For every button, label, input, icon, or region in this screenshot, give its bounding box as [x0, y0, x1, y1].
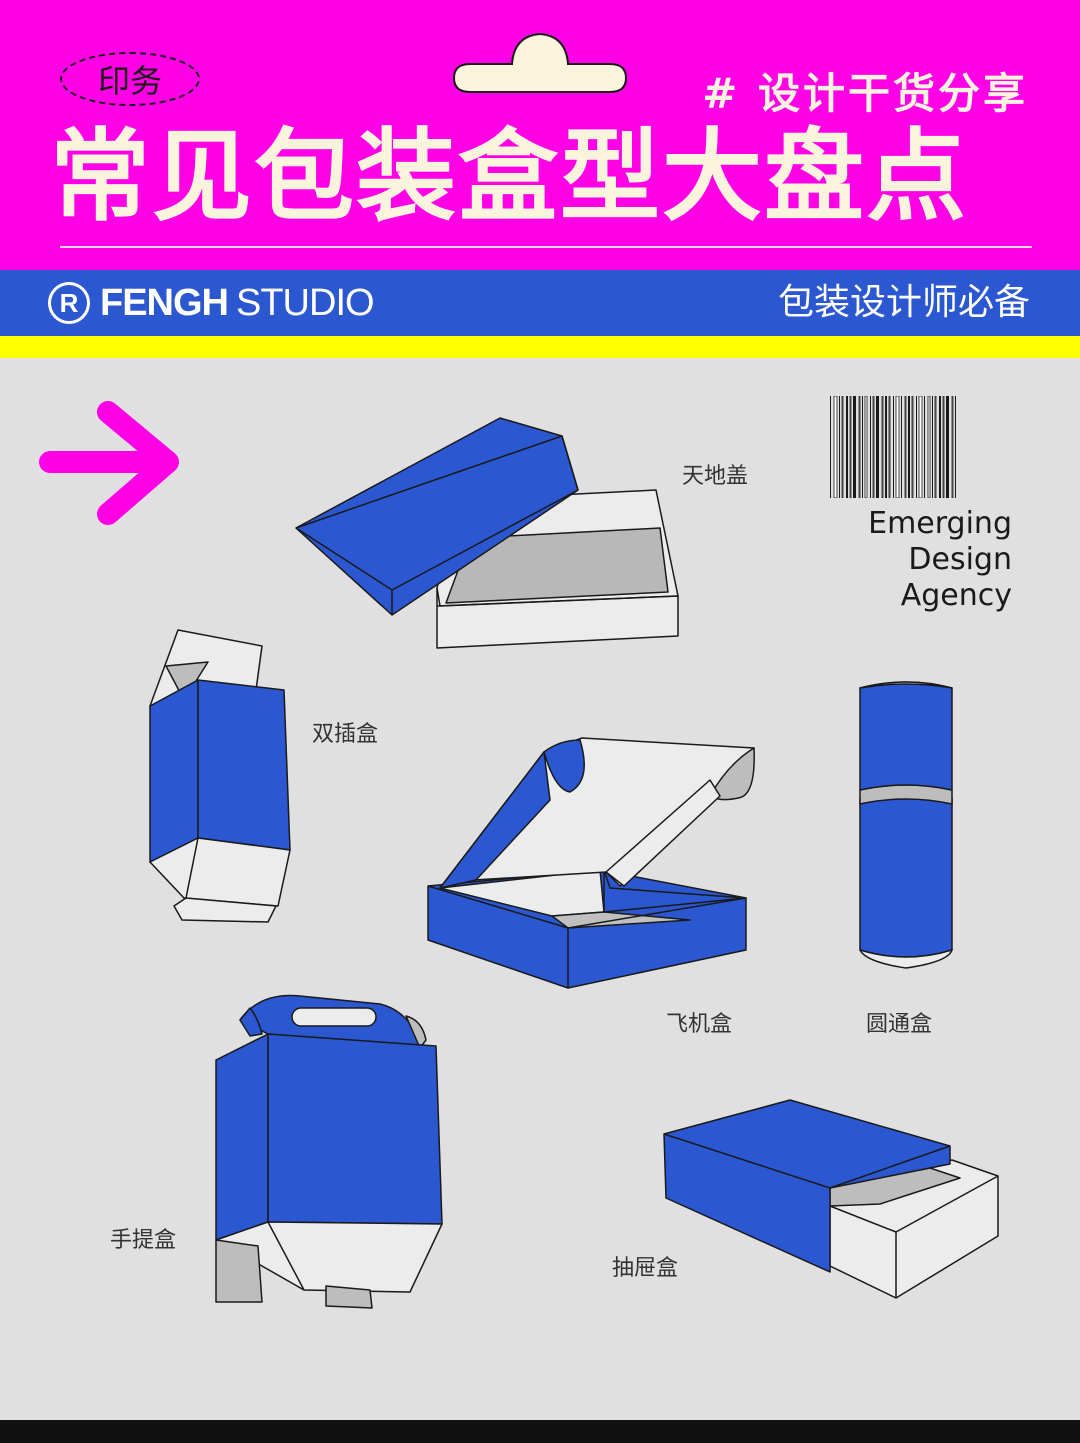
label-tube: 圆通盒: [866, 1012, 933, 1037]
label-mailer: 飞机盒: [666, 1012, 733, 1037]
brand-name-light: STUDIO: [236, 281, 375, 324]
mailer-box-illustration: [427, 737, 755, 989]
registered-icon: R: [48, 282, 90, 324]
lid-base-box-illustration: [295, 417, 679, 649]
agency-line-3: Agency: [900, 578, 1012, 613]
brand-logo: R FENGH STUDIO: [48, 280, 375, 326]
band-tagline: 包装设计师必备: [777, 282, 1030, 323]
arrow-right-icon: [39, 401, 179, 525]
label-handle: 手提盒: [110, 1228, 177, 1253]
bottom-bar: [0, 1420, 1080, 1443]
agency-line-1: Emerging: [868, 506, 1012, 541]
hashtag-text: # 设计干货分享: [702, 69, 1028, 118]
brand-band: [0, 270, 1080, 336]
category-tag: 印务: [60, 52, 200, 106]
drawer-box-illustration: [663, 1099, 999, 1299]
agency-text: Emerging Design Agency: [868, 506, 1012, 614]
barcode-icon: [830, 396, 956, 498]
agency-line-2: Design: [908, 542, 1012, 577]
handle-box-illustration: [215, 994, 443, 1309]
title-divider: [60, 246, 1032, 248]
label-double-tuck: 双插盒: [312, 722, 379, 747]
brand-name-bold: FENGH: [100, 281, 229, 324]
label-lid-base: 天地盖: [682, 464, 749, 489]
double-tuck-box-illustration: [149, 629, 291, 923]
yellow-stripe: [0, 336, 1080, 358]
tube-box-illustration: [859, 681, 953, 969]
label-drawer: 抽屉盒: [612, 1256, 679, 1281]
page-title: 常见包装盒型大盘点: [50, 122, 968, 232]
hang-tab-icon: [452, 32, 628, 93]
